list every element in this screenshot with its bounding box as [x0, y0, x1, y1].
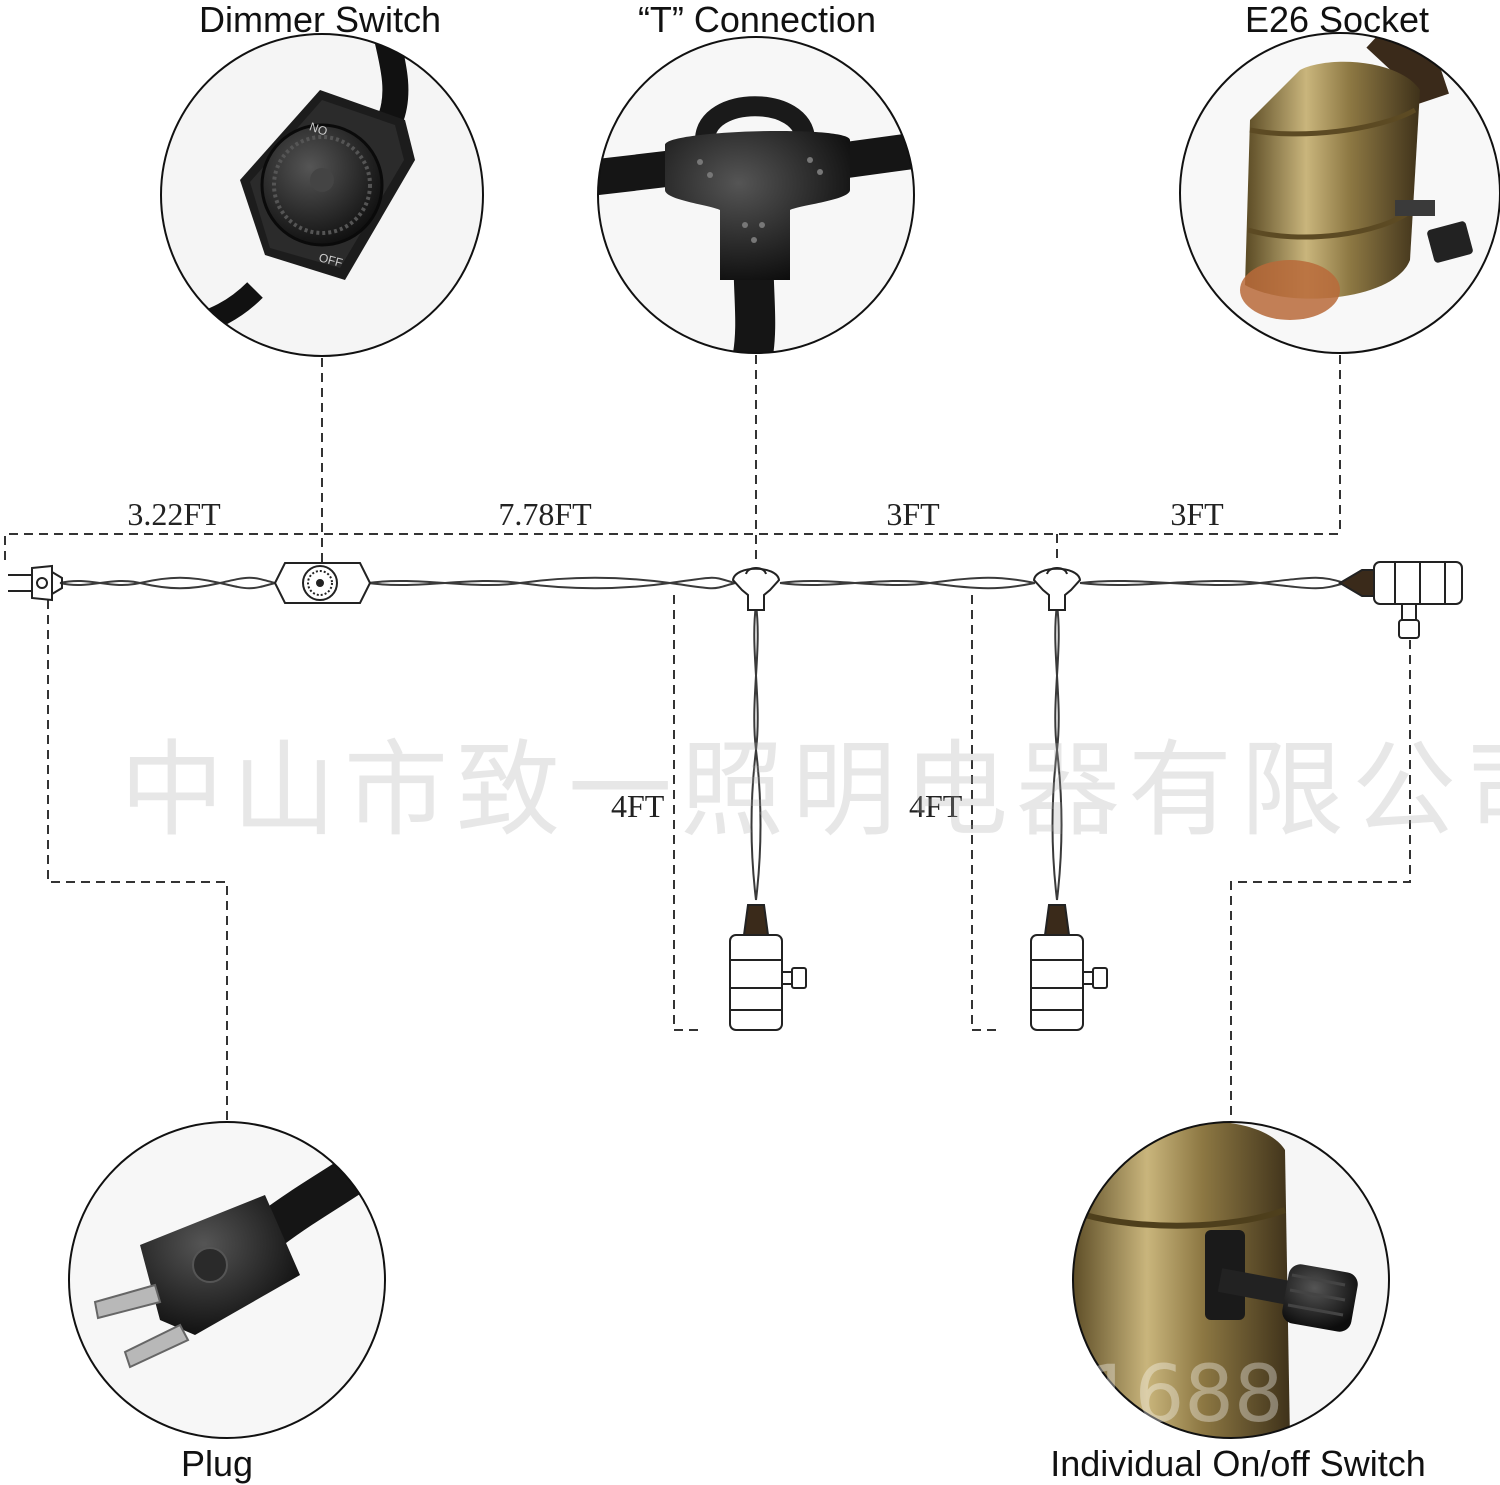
dimension-t1-to-t2: 3FT [886, 496, 940, 532]
leader-lines [4, 355, 1411, 1120]
plug-prong-2 [123, 1323, 190, 1369]
dimension-top-bracket [4, 533, 1340, 560]
label-e26-socket: E26 Socket [1244, 0, 1430, 40]
t-connector-body [665, 130, 850, 280]
watermark: 中山市致一照明电器有限公司 [120, 729, 1500, 851]
e26-switch-knob [1427, 221, 1473, 263]
plug-icon [8, 564, 63, 602]
label-dimmer-switch: Dimmer Switch [198, 0, 442, 40]
e26-socket-body [1245, 61, 1420, 299]
leader-switch [1230, 640, 1411, 1120]
drop-socket-icon-2 [1030, 904, 1108, 1031]
callout-dimmer-switch: ON OFF [160, 33, 484, 357]
t-connector-loop [695, 96, 815, 142]
watermark-partial: 1688 [1085, 1350, 1284, 1440]
dimension-drop-1: 4FT [611, 788, 665, 824]
switch-knob [1282, 1264, 1358, 1332]
main-cord [59, 576, 1346, 901]
dimmer-switch-icon [273, 562, 372, 604]
drop-bracket-2 [971, 595, 998, 1031]
dimension-t2-to-end: 3FT [1170, 496, 1224, 532]
leader-plug [47, 600, 228, 1120]
label-plug: Plug [180, 1443, 254, 1484]
dimmer-on-mark: ON [308, 119, 330, 138]
callout-e26-socket [1179, 32, 1500, 354]
dimmer-off-mark: OFF [317, 250, 344, 270]
t-connector-icon-2 [1032, 567, 1082, 611]
label-t-connection: “T” Connection [637, 0, 877, 40]
callout-individual-switch [1072, 1121, 1390, 1439]
drop-socket-icon-1 [729, 904, 807, 1031]
dimension-drop-2: 4FT [909, 788, 963, 824]
end-socket-icon [1338, 561, 1463, 639]
callout-t-connection [597, 36, 915, 354]
dimension-dimmer-to-t1: 7.78FT [498, 496, 592, 532]
drop-bracket-1 [673, 595, 700, 1031]
dimension-plug-to-dimmer: 3.22FT [127, 496, 221, 532]
plug-prong-1 [93, 1283, 162, 1320]
switch-socket-body [1073, 1122, 1290, 1438]
t-connector-icon-1 [731, 567, 781, 611]
callout-plug [68, 1121, 386, 1439]
label-individual-switch: Individual On/off Switch [1050, 1443, 1426, 1484]
